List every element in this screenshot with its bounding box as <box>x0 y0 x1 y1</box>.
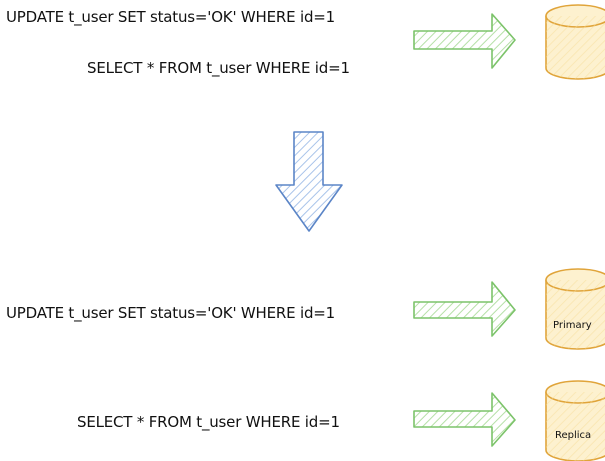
bottom-select-sql: SELECT * FROM t_user WHERE id=1 <box>77 413 340 431</box>
replica-arrow-icon <box>413 392 516 447</box>
primary-database-icon: Primary <box>545 268 605 350</box>
top-right-arrow-icon <box>413 13 516 69</box>
top-database-icon <box>545 4 605 80</box>
replica-database-icon: Replica <box>545 380 605 461</box>
primary-arrow-icon <box>413 281 516 337</box>
top-update-sql: UPDATE t_user SET status='OK' WHERE id=1 <box>6 8 335 26</box>
replica-label: Replica <box>555 430 591 441</box>
top-select-sql: SELECT * FROM t_user WHERE id=1 <box>87 59 350 77</box>
bottom-update-sql: UPDATE t_user SET status='OK' WHERE id=1 <box>6 304 335 322</box>
down-arrow-icon <box>275 131 343 232</box>
primary-label: Primary <box>553 320 592 331</box>
